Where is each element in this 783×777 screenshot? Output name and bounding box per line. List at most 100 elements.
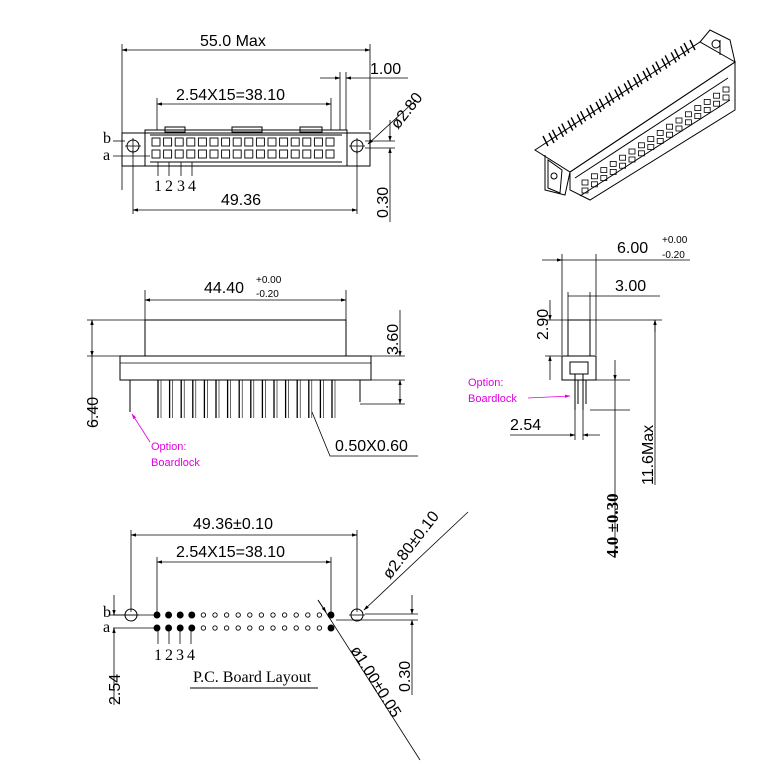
iso-pin <box>683 42 690 54</box>
iso-contact-cell <box>647 144 655 151</box>
iso-pin <box>661 58 668 69</box>
iso-contact-cell <box>675 125 683 132</box>
iso-pin <box>608 92 615 103</box>
pcb-hole <box>293 625 299 631</box>
pcb-hole <box>281 612 288 618</box>
iso-pin <box>636 73 643 85</box>
iso-contact-cell <box>619 154 626 161</box>
iso-pin <box>645 67 653 79</box>
iso-pin <box>598 98 606 110</box>
contact-cell <box>279 137 289 147</box>
hole-span-label: 49.36 <box>221 192 261 209</box>
iso-contact-cell <box>685 119 692 126</box>
contact-cell <box>255 149 265 159</box>
contact-cell <box>244 149 254 159</box>
tail-length-label: 4.0 ±0.30 <box>603 493 622 558</box>
contact-cell <box>255 137 265 147</box>
iso-pin <box>561 123 568 134</box>
pcb-row-pitch-label: 2.54 <box>107 674 124 705</box>
pcb-hole <box>235 612 241 618</box>
contact-cell <box>186 137 196 147</box>
contact-cell <box>174 137 184 147</box>
iso-pin <box>632 76 640 88</box>
iso-contact-cell <box>638 150 645 157</box>
body-width-tol-upper: +0.00 <box>256 275 282 286</box>
pcb-layout-title: P.C. Board Layout <box>193 669 312 686</box>
pcb-row-b-label: b <box>103 604 111 621</box>
row-offset-label: 0.30 <box>375 187 392 218</box>
pcb-hole <box>247 625 253 631</box>
iso-contact-cell <box>581 187 589 194</box>
iso-pin <box>626 79 634 91</box>
pcb-pin-number-3: 3 <box>176 647 184 664</box>
iso-pin <box>623 83 630 94</box>
contact-cell <box>267 137 277 147</box>
iso-pin <box>617 86 624 97</box>
side-upper-label: 2.90 <box>535 309 552 340</box>
pcb-hole <box>212 612 218 618</box>
front-boardlock-label: Boardlock <box>151 457 200 469</box>
iso-pin <box>589 104 596 116</box>
pcb-pin-number-2: 2 <box>165 647 173 664</box>
contact-cell <box>290 149 300 159</box>
pcb-hole-grid <box>153 611 335 632</box>
hole-diameter-label: ø2.80 <box>388 90 427 133</box>
side-view: 6.00 +0.00 -0.20 3.00 2.90 11.6Max 4.0 ±… <box>468 235 690 558</box>
contact-cell <box>279 149 289 159</box>
offset-label: 1.00 <box>370 61 401 78</box>
pcb-pin-hole-label: ø1.00±0.05 <box>347 643 404 721</box>
contact-cell <box>197 149 207 159</box>
pin-number-4: 4 <box>188 178 196 195</box>
side-width-tol-upper: +0.00 <box>662 235 688 246</box>
top-contact-grid <box>151 137 335 159</box>
iso-contact-cell <box>591 173 598 180</box>
pcb-hole <box>316 612 323 618</box>
iso-contact-cell <box>675 117 683 124</box>
pcb-hole <box>200 625 207 631</box>
side-height-label: 11.6Max <box>640 425 657 485</box>
side-width-label: 6.00 <box>617 240 648 257</box>
iso-contact-cell <box>647 136 655 143</box>
contact-cell <box>232 149 242 159</box>
iso-contact-cell <box>609 160 617 167</box>
side-inner-label: 3.00 <box>615 278 646 295</box>
iso-pin <box>679 45 687 57</box>
top-view: 55.0 Max 1.00 2.54X15=38.10 ø2.80 b a <box>103 33 426 222</box>
pcb-hole <box>258 625 265 631</box>
contact-cell <box>163 149 173 159</box>
iso-contact-cell <box>694 105 702 111</box>
iso-contact-cell <box>722 94 730 101</box>
iso-contact-cell <box>666 131 673 138</box>
contact-cell <box>221 137 231 147</box>
pcb-hole <box>223 625 230 631</box>
iso-pin <box>614 89 621 100</box>
iso-pin <box>567 120 574 131</box>
contact-cell <box>302 137 312 147</box>
iso-pin <box>642 70 649 82</box>
pcb-hole <box>235 625 241 631</box>
contact-cell <box>313 137 323 147</box>
iso-contact-cell <box>722 86 730 93</box>
pcb-hole <box>188 624 196 632</box>
iso-contact-cell <box>600 175 608 182</box>
contact-cell <box>290 137 300 147</box>
iso-contact-cell <box>703 99 711 105</box>
pcb-hole-span-label: 49.36±0.10 <box>193 516 273 533</box>
pin-number-2: 2 <box>165 178 173 195</box>
row-a-label: a <box>103 147 110 164</box>
iso-contact-cell <box>703 107 711 113</box>
pcb-hole <box>188 611 196 619</box>
contact-cell <box>232 137 242 147</box>
iso-pin <box>689 39 696 51</box>
iso-contact-cell <box>638 142 645 149</box>
iso-contact-cell <box>713 92 720 99</box>
iso-pin <box>651 64 659 76</box>
iso-pin <box>595 101 602 113</box>
iso-contact-cell <box>656 137 664 144</box>
iso-contact-cell <box>685 111 692 118</box>
iso-pin <box>542 135 549 147</box>
iso-contact-cell <box>656 129 664 136</box>
pcb-hole <box>176 611 184 619</box>
iso-contact-cell <box>591 181 598 188</box>
iso-pin <box>585 107 593 119</box>
